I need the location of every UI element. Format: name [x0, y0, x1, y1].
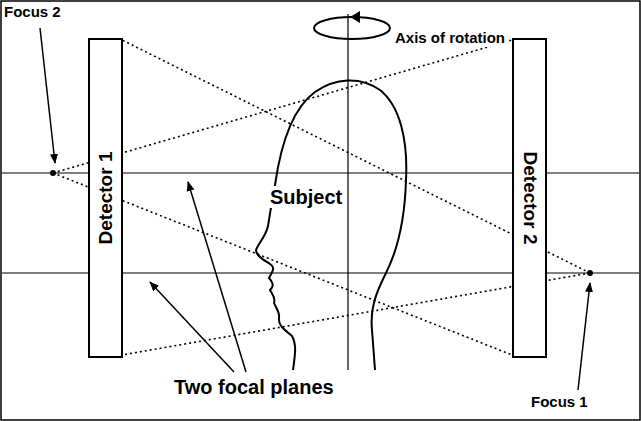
annotation-label: Two focal planes [172, 376, 336, 398]
detector-label: Detector 1 [95, 152, 117, 245]
annotation-label: Focus 2 [2, 4, 63, 21]
head-profile [256, 80, 406, 370]
detector-box: Detector 1 [88, 38, 123, 358]
rotation-ellipse [314, 17, 390, 39]
detector-box: Detector 2 [512, 38, 547, 358]
leader-arrows [40, 28, 590, 390]
detector-label: Detector 2 [519, 152, 541, 245]
rotation-arrowhead [350, 11, 360, 23]
annotation-label: Axis of rotation [393, 30, 507, 47]
focus-point [50, 170, 56, 176]
annotation-label: Subject [268, 186, 344, 208]
annotation-label: Focus 1 [529, 394, 590, 411]
focus-point [587, 270, 593, 276]
rotation-axis [347, 14, 348, 370]
